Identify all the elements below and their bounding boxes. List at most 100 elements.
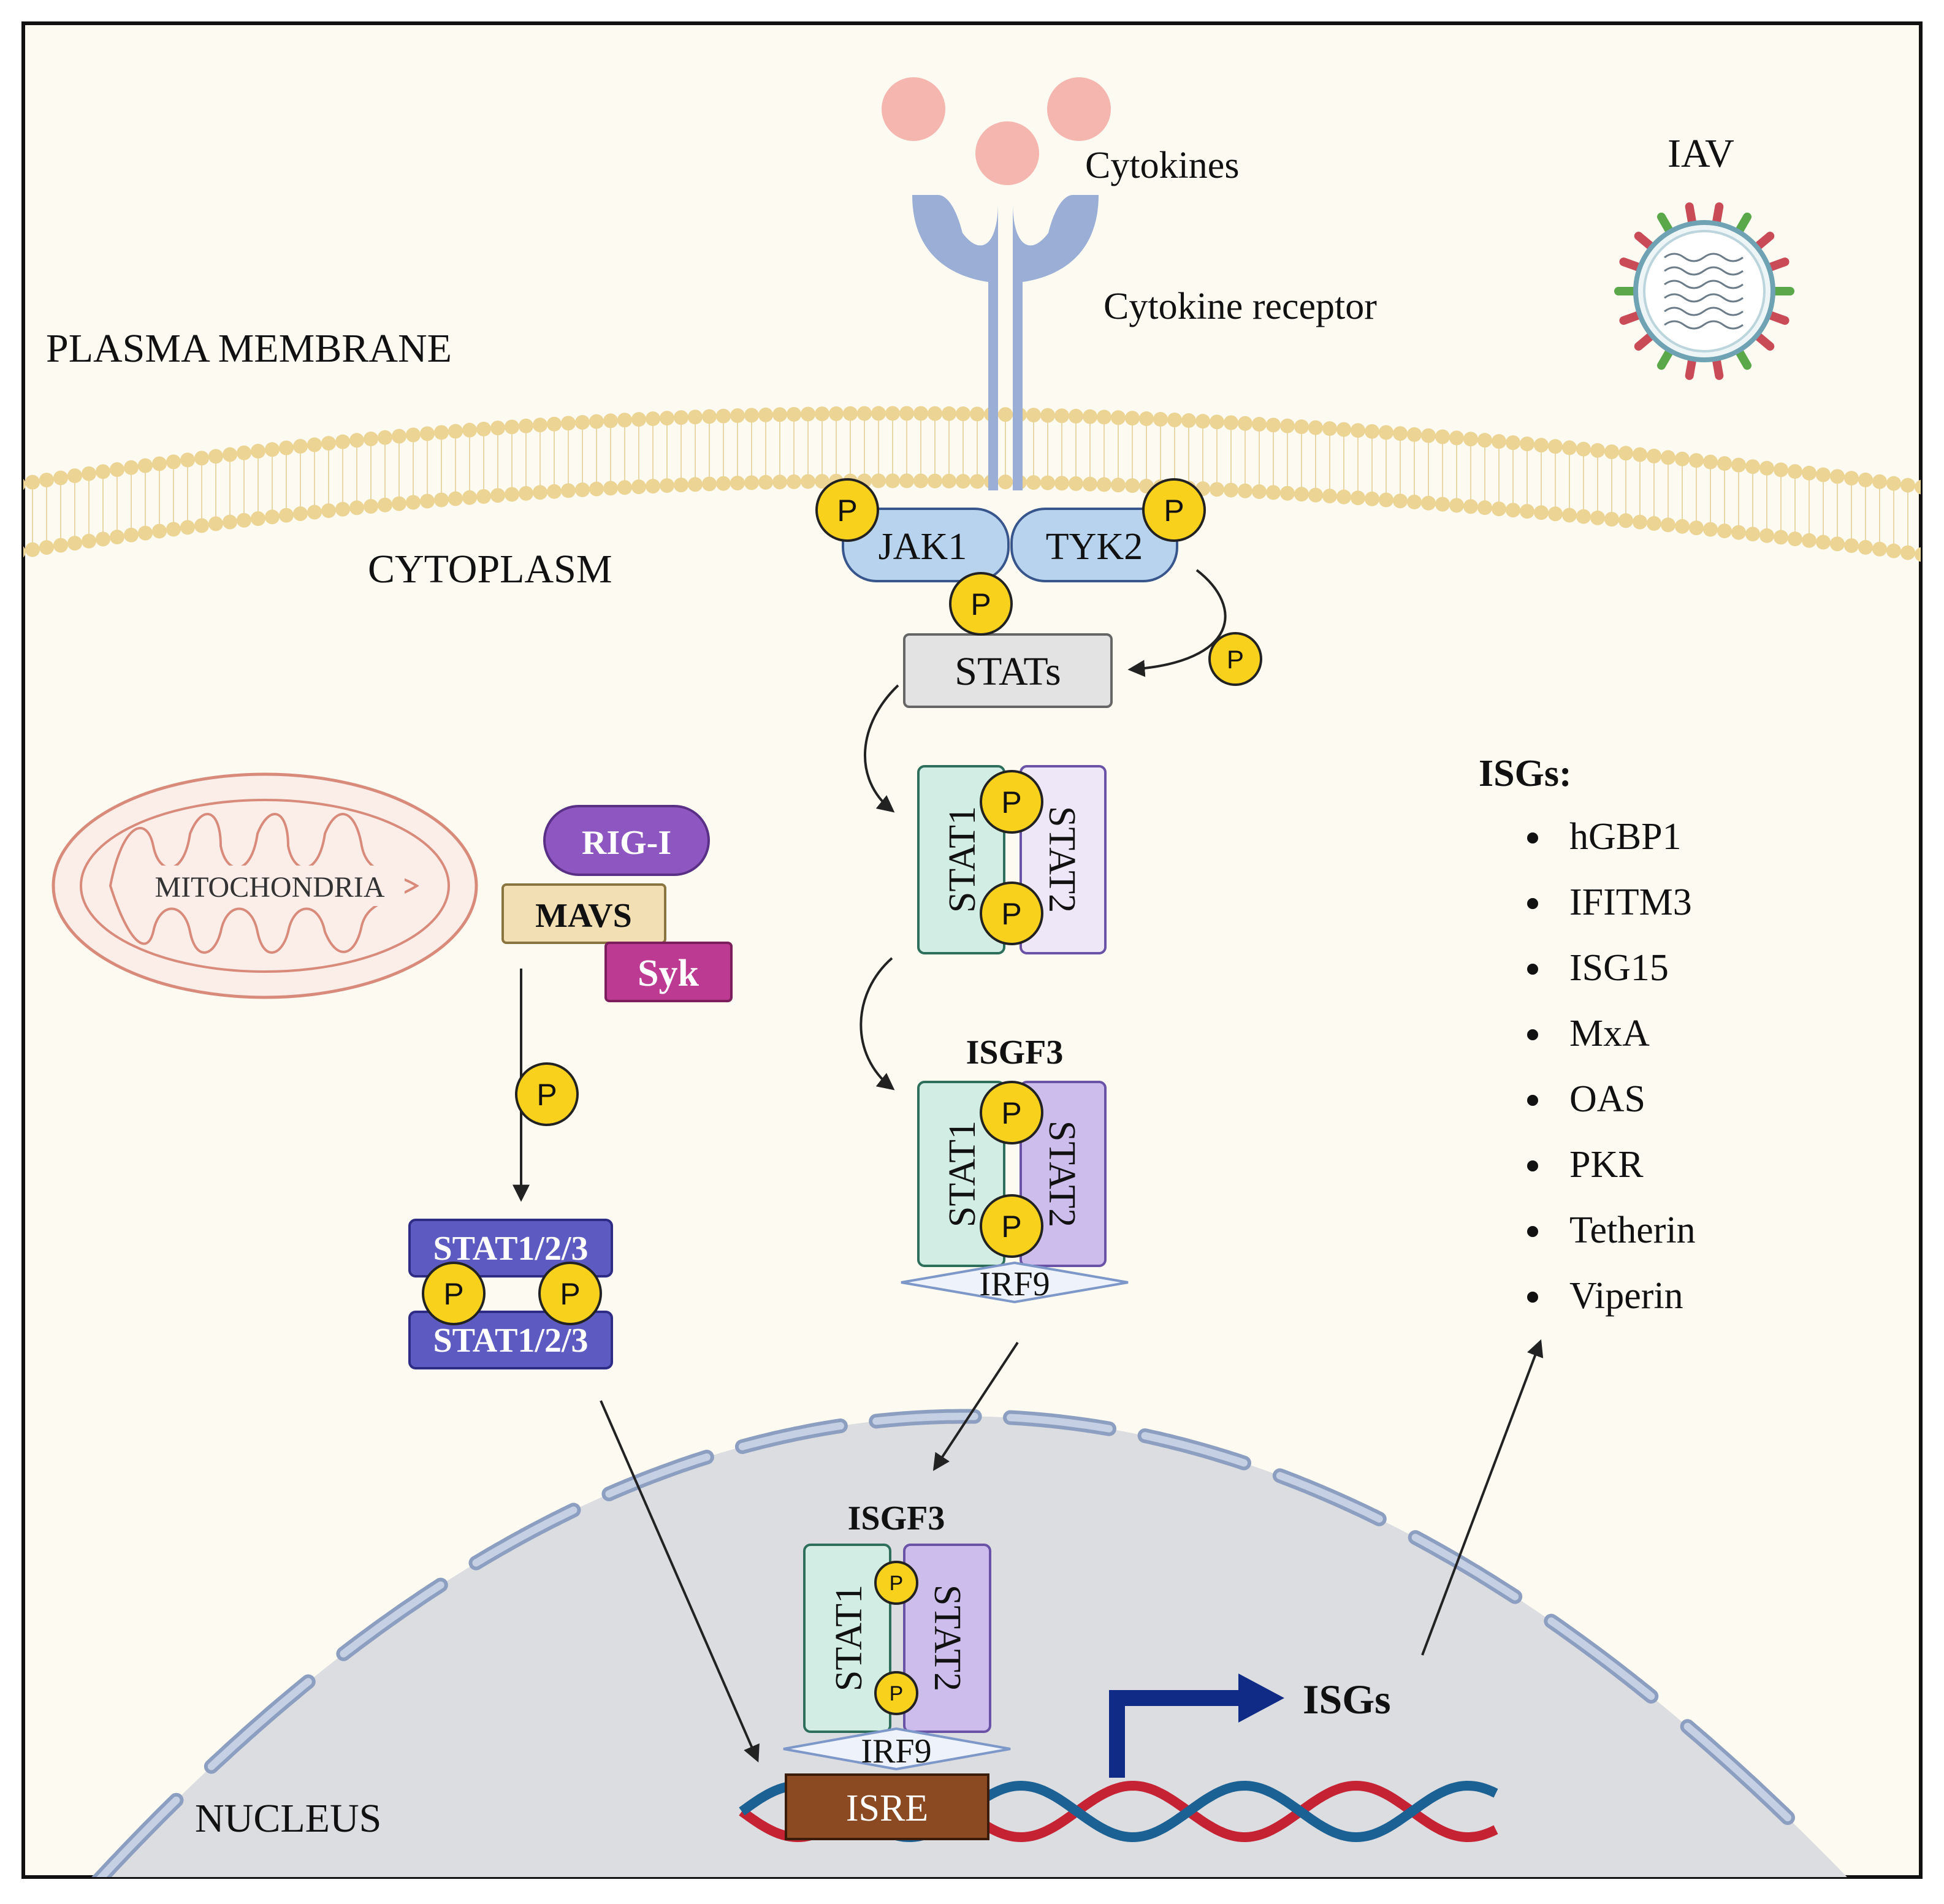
lipid-head xyxy=(1322,489,1337,504)
lipid-head xyxy=(166,522,181,537)
lipid-head xyxy=(1534,505,1549,520)
phosphate-label: P xyxy=(837,493,857,528)
lipid-head xyxy=(307,505,322,520)
phosphate-label: P xyxy=(1001,1209,1021,1244)
lipid-head xyxy=(871,473,886,489)
lipid-head xyxy=(110,530,124,545)
lipid-head xyxy=(434,492,449,508)
lipid-head xyxy=(251,511,265,526)
lipid-head xyxy=(603,413,618,428)
lipid-head xyxy=(223,514,237,530)
cytokine xyxy=(1047,77,1111,141)
lipid-head xyxy=(1548,439,1563,454)
lipid-head xyxy=(23,546,26,558)
bullet-icon xyxy=(1527,898,1538,909)
lipid-head xyxy=(1774,530,1788,545)
isgs-output-label: ISGs xyxy=(1303,1676,1391,1723)
plasma-membrane xyxy=(23,406,1921,562)
lipid-head xyxy=(279,508,294,523)
jak1-kinase xyxy=(842,508,1010,582)
bullet-icon xyxy=(1527,1029,1538,1040)
cytokine xyxy=(975,121,1039,185)
lipid-head xyxy=(349,500,364,516)
phosphate-icon xyxy=(980,1194,1043,1258)
lipid-head xyxy=(744,475,759,490)
lipid-head xyxy=(138,458,153,473)
bullet-icon xyxy=(1527,1160,1538,1171)
arrow-tyk2-to-stats xyxy=(1127,569,1227,677)
lipid-head xyxy=(1040,475,1055,490)
phosphate-icon xyxy=(980,770,1043,834)
lipid-head xyxy=(1139,411,1154,427)
lipid-head xyxy=(462,422,477,438)
arrow-isgf3-to-nucleus xyxy=(932,1341,1019,1471)
cytokine xyxy=(882,77,945,141)
lipid-head xyxy=(575,482,590,497)
lipid-head xyxy=(23,479,26,490)
lipid-head xyxy=(96,531,110,547)
lipid-head xyxy=(1224,482,1238,498)
phosphate-label: P xyxy=(1001,785,1021,820)
mavs-protein xyxy=(501,883,666,944)
lipid-head xyxy=(321,503,336,519)
nuclear-irf9-label: IRF9 xyxy=(861,1732,931,1770)
lipid-head xyxy=(265,509,280,525)
lipid-head xyxy=(96,464,110,479)
lipid-head xyxy=(1731,457,1746,473)
lipid-head xyxy=(180,452,195,468)
plasma-membrane-label: PLASMA MEMBRANE xyxy=(46,326,452,371)
lipid-head xyxy=(434,425,449,440)
lipid-head xyxy=(180,520,195,535)
phosphate-label: P xyxy=(890,1572,904,1595)
lipid-head xyxy=(406,495,421,510)
lipid-head xyxy=(928,473,942,489)
lipid-head xyxy=(1181,413,1196,428)
lipid-head xyxy=(730,408,745,424)
phosphate-icon xyxy=(1208,632,1262,686)
lipid-head xyxy=(1097,477,1111,492)
isre-element xyxy=(785,1773,989,1840)
lipid-head xyxy=(589,481,604,497)
lipid-head xyxy=(392,496,406,511)
phosphate-label: P xyxy=(536,1078,557,1112)
lipid-head xyxy=(1590,510,1605,525)
nuclear-stat2 xyxy=(903,1544,991,1733)
lipid-head xyxy=(970,474,985,489)
nuclear-stat1 xyxy=(803,1544,891,1733)
isgf3-stat2-label: STAT2 xyxy=(1041,1121,1083,1227)
lipid-head xyxy=(646,479,660,494)
lipid-head xyxy=(772,474,787,490)
syk-kinase xyxy=(604,942,733,1002)
lipid-head xyxy=(688,409,703,425)
phosphate-icon xyxy=(980,1081,1043,1144)
lipid-head xyxy=(1111,410,1126,425)
lipid-head xyxy=(1689,453,1704,468)
lipid-head xyxy=(1224,415,1238,430)
lipid-head xyxy=(1506,435,1520,451)
lipid-head xyxy=(293,506,308,522)
phosphate-label: P xyxy=(1227,645,1244,674)
lipid-head xyxy=(1590,443,1605,458)
lipid-head xyxy=(942,473,956,489)
lipid-head xyxy=(378,497,392,512)
lipid-head xyxy=(1830,469,1845,484)
lipid-head xyxy=(1731,525,1746,540)
lipid-head xyxy=(787,406,801,422)
lipid-head xyxy=(378,430,392,445)
lipid-head xyxy=(505,419,519,435)
phosphate-label: P xyxy=(1001,897,1021,931)
lipid-head xyxy=(420,493,435,509)
lipid-head xyxy=(1900,545,1915,560)
lipid-head xyxy=(110,462,124,478)
phosphate-icon xyxy=(538,1262,602,1325)
lipid-head xyxy=(505,487,519,502)
lipid-head xyxy=(1463,432,1478,447)
lipid-head xyxy=(1393,426,1408,441)
lipid-head xyxy=(899,473,914,489)
lipid-head xyxy=(1322,421,1337,436)
lipid-head xyxy=(1633,447,1647,462)
nuclear-envelope xyxy=(91,1409,1795,1877)
lipid-head xyxy=(1703,454,1718,470)
rig-i-label: RIG-I xyxy=(582,824,671,862)
